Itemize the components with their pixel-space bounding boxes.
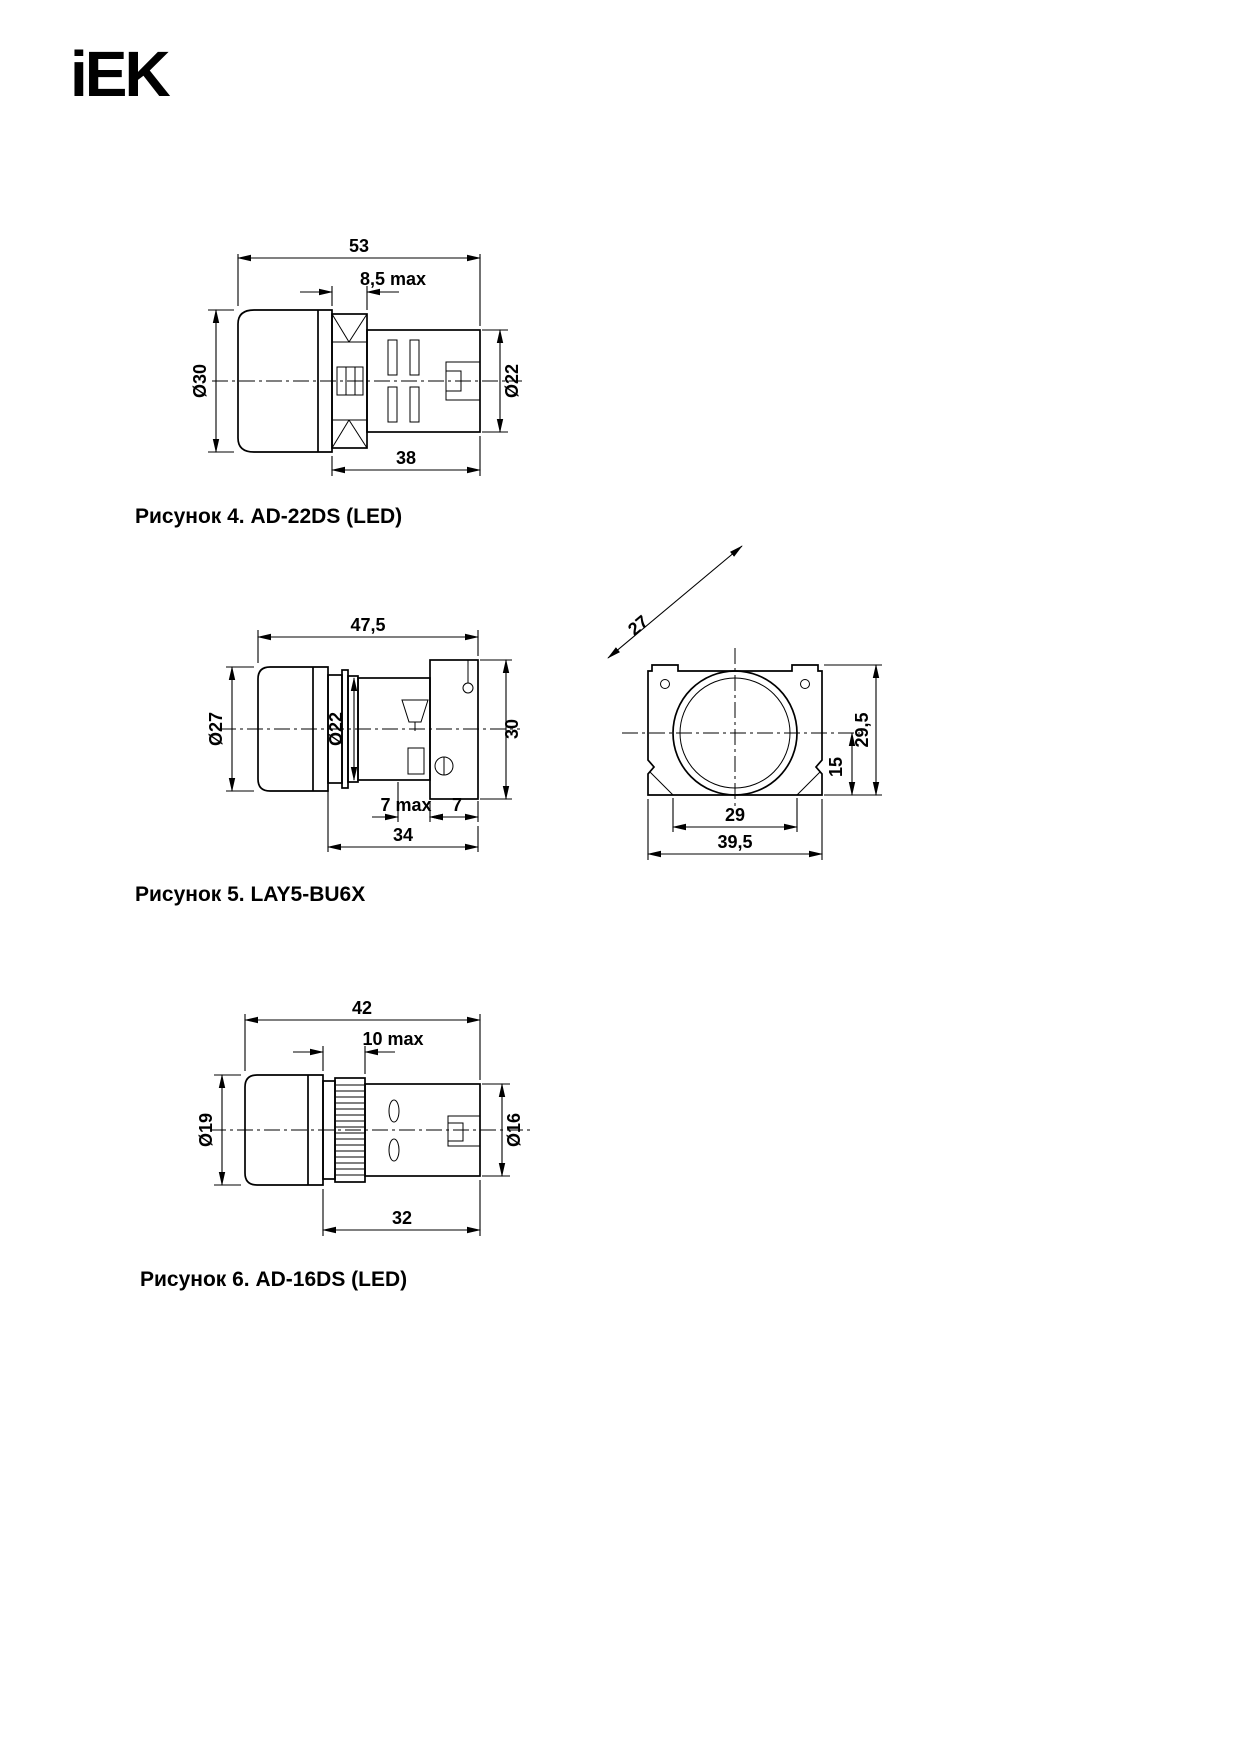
fig5-front-outline [647,664,823,796]
fig4-drawing: 53 8,5 max Ø30 Ø22 38 [190,236,522,476]
fig5-dim-block-height: 30 [502,719,522,739]
fig6-dim-total-width: 42 [352,998,372,1018]
fig4-caption: Рисунок 4. AD-22DS (LED) [135,505,403,528]
fig6-dim-panel-max: 10 max [362,1029,423,1049]
fig5-dim-thread-diameter: Ø22 [326,712,346,746]
fig4-dim-total-width: 53 [349,236,369,256]
fig4-outline [237,309,481,453]
fig5-dim-cap-diagonal: 27 [624,611,652,639]
iek-logo: iEK [70,38,171,110]
fig5-side-outline [257,659,479,800]
fig6-knurl-ribs [336,1084,364,1176]
fig5-dim-panel-max: 7 max [380,795,431,815]
fig5-dim-cap-diameter: Ø27 [206,712,226,746]
fig5-dim-body-width: 39,5 [717,832,752,852]
fig5-front-dimensions: 27 29,5 15 29 39,5 [607,545,882,860]
fig5-dim-body-height: 29,5 [852,712,872,747]
fig4-dim-rear-length: 38 [396,448,416,468]
fig5-caption: Рисунок 5. LAY5-BU6X [135,883,366,906]
fig6-outline [244,1074,481,1186]
fig6-dim-rear-length: 32 [392,1208,412,1228]
fig4-dim-panel-max: 8,5 max [360,269,426,289]
fig4-dim-body-diameter: Ø22 [502,364,522,398]
fig4-dim-lens-diameter: Ø30 [190,364,210,398]
fig5-side-dimensions: 47,5 Ø27 Ø22 30 7 max 7 34 [206,615,522,852]
fig5-dim-half-height: 15 [826,757,846,777]
fig6-drawing: 42 10 max Ø19 Ø16 32 [196,998,530,1236]
fig6-dim-lens-diameter: Ø19 [196,1113,216,1147]
fig5-dim-total-width: 47,5 [350,615,385,635]
fig5-side-drawing: 47,5 Ø27 Ø22 30 7 max 7 34 [206,615,522,852]
fig5-dim-body-length: 34 [393,825,413,845]
fig5-dim-rear: 7 [452,795,462,815]
fig6-dimensions: 42 10 max Ø19 Ø16 32 [196,998,524,1236]
fig4-dimensions: 53 8,5 max Ø30 Ø22 38 [190,236,522,476]
fig6-caption: Рисунок 6. AD-16DS (LED) [140,1268,408,1291]
fig5-front-centerlines [622,648,860,808]
fig5-dim-hole-width: 29 [725,805,745,825]
fig6-dim-body-diameter: Ø16 [504,1113,524,1147]
fig5-front-drawing: 27 29,5 15 29 39,5 [607,545,882,860]
